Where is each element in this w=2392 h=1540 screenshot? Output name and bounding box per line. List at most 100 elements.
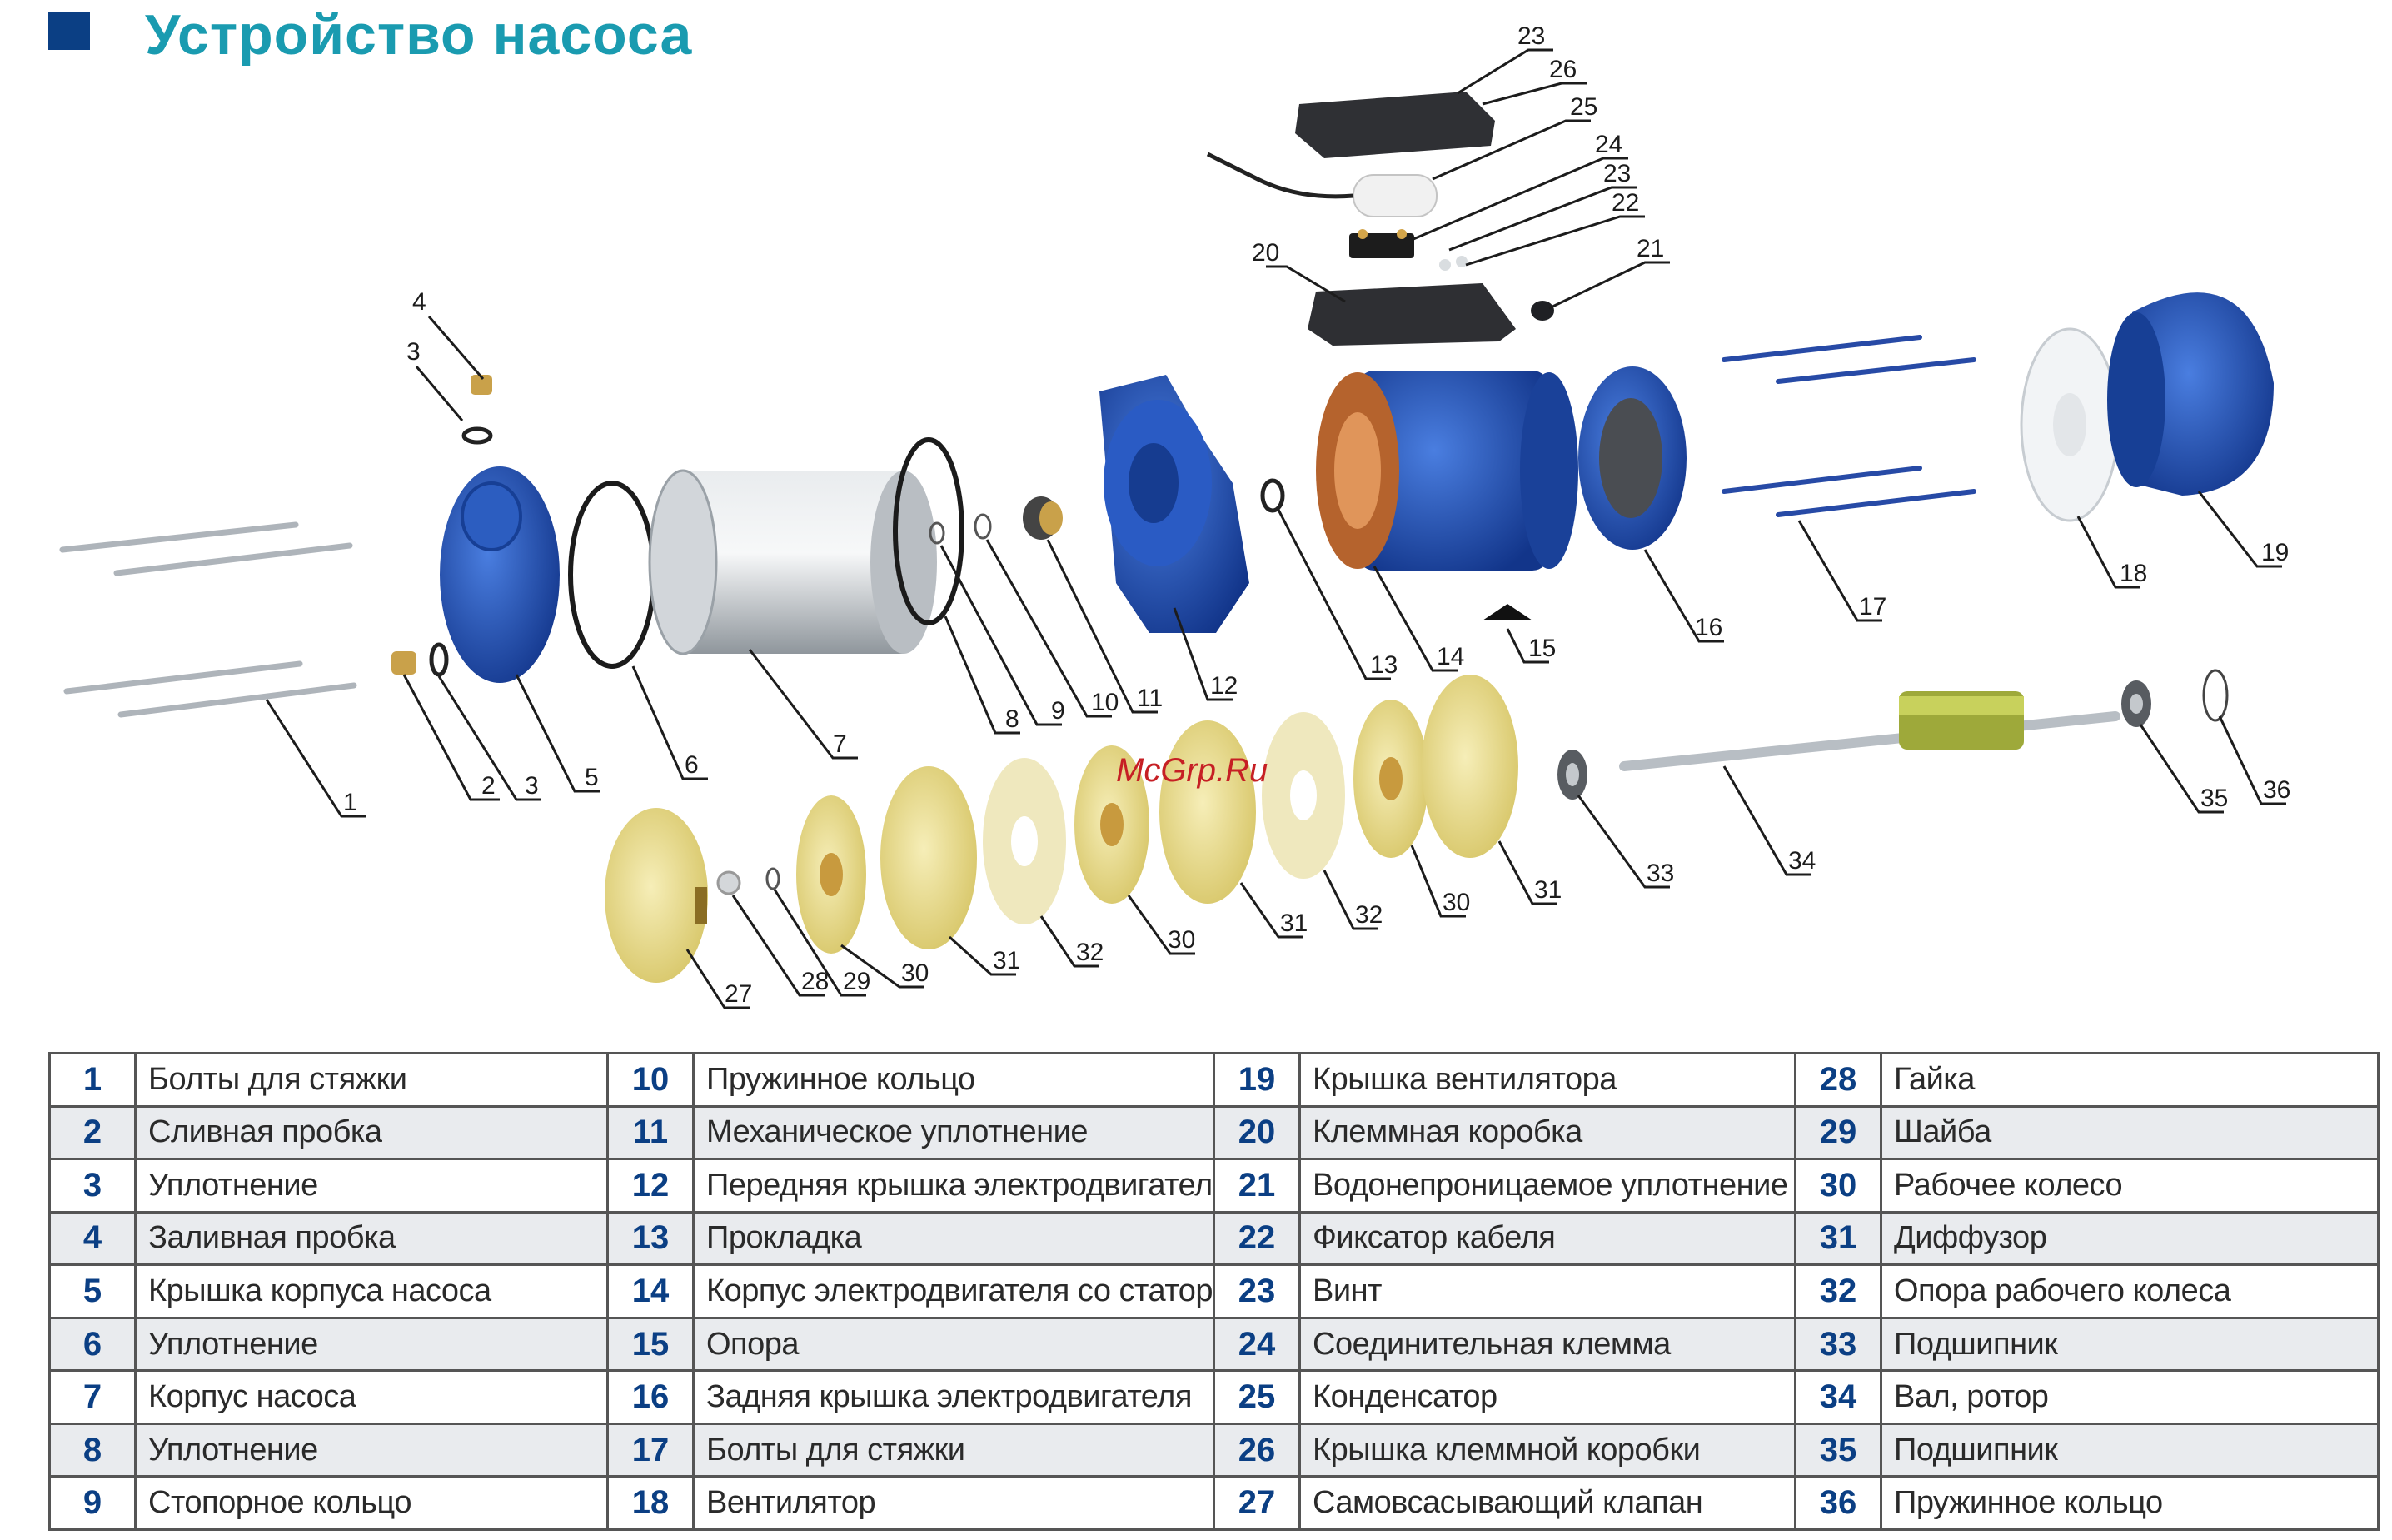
washer xyxy=(765,867,780,890)
fan-cover xyxy=(2107,292,2274,496)
drain-seal xyxy=(429,642,449,677)
connection-terminal xyxy=(1349,233,1414,258)
callout-labels: 1 2 3 3 4 5 6 7 8 9 10 11 12 13 14 15 16… xyxy=(343,22,2290,1008)
part-number: 11 xyxy=(606,1104,695,1161)
fan xyxy=(2020,327,2120,522)
callout-23: 23 xyxy=(1603,160,1631,187)
part-number: 15 xyxy=(606,1316,695,1373)
impeller-stack xyxy=(796,675,1518,954)
gasket-13 xyxy=(1260,478,1285,513)
bearing-33 xyxy=(1557,750,1587,800)
part-number: 16 xyxy=(606,1369,695,1425)
part-name: Водонепроницаемое уплотнение xyxy=(1298,1158,1796,1214)
part-number: 21 xyxy=(1213,1158,1301,1214)
fill-seal xyxy=(461,426,493,445)
part-name: Гайка xyxy=(1880,1052,2380,1108)
callout-4: 4 xyxy=(412,288,426,316)
part-name: Задняя крышка электродвигателя xyxy=(692,1369,1215,1425)
exploded-pump-diagram: 1 2 3 3 4 5 6 7 8 9 10 11 12 13 14 15 16… xyxy=(59,22,2290,1009)
part-name: Крышка корпуса насоса xyxy=(134,1263,609,1319)
part-name: Конденсатор xyxy=(1298,1369,1796,1425)
callout-27: 27 xyxy=(725,980,752,1008)
part-name: Крышка вентилятора xyxy=(1298,1052,1796,1108)
callout-31: 31 xyxy=(993,947,1020,974)
callout-30: 30 xyxy=(901,959,929,987)
callout-6: 6 xyxy=(685,751,699,779)
bearing-35 xyxy=(2121,680,2151,727)
callout-29: 29 xyxy=(843,968,870,995)
spring-ring-36 xyxy=(2202,669,2229,722)
motor-housing xyxy=(1316,371,1578,571)
part-name: Заливная пробка xyxy=(134,1210,609,1267)
page-title: Устройство насоса xyxy=(145,3,693,67)
part-number: 17 xyxy=(606,1422,695,1478)
part-name: Соединительная клемма xyxy=(1298,1316,1796,1373)
part-number: 3 xyxy=(48,1158,137,1214)
part-number: 24 xyxy=(1213,1316,1301,1373)
part-name: Диффузор xyxy=(1880,1210,2380,1267)
part-number: 1 xyxy=(48,1052,137,1108)
part-number: 4 xyxy=(48,1210,137,1267)
part-name: Стопорное кольцо xyxy=(134,1475,609,1531)
part-number: 5 xyxy=(48,1263,137,1319)
title-square-icon xyxy=(48,12,90,50)
part-number: 19 xyxy=(1213,1052,1301,1108)
waterproof-seal xyxy=(1531,301,1554,321)
part-number: 12 xyxy=(606,1158,695,1214)
drain-plug xyxy=(391,651,416,675)
callout-32b: 32 xyxy=(1355,901,1383,929)
part-number: 35 xyxy=(1794,1422,1882,1478)
part-number: 7 xyxy=(48,1369,137,1425)
part-name: Прокладка xyxy=(692,1210,1215,1267)
part-number: 8 xyxy=(48,1422,137,1478)
callout-11: 11 xyxy=(1137,685,1163,712)
part-name: Шайба xyxy=(1880,1104,2380,1161)
part-name: Опора xyxy=(692,1316,1215,1373)
part-name: Подшипник xyxy=(1880,1316,2380,1373)
part-number: 2 xyxy=(48,1104,137,1161)
part-number: 34 xyxy=(1794,1369,1882,1425)
part-name: Пружинное кольцо xyxy=(1880,1475,2380,1531)
callout-31b: 31 xyxy=(1280,910,1308,937)
part-number: 13 xyxy=(606,1210,695,1267)
callout-2: 2 xyxy=(481,772,496,800)
callout-16: 16 xyxy=(1695,614,1722,641)
part-name: Передняя крышка электродвигателя xyxy=(692,1158,1215,1214)
support-foot xyxy=(1483,604,1532,620)
part-number: 6 xyxy=(48,1316,137,1373)
callout-30c: 30 xyxy=(1443,889,1470,916)
callout-20: 20 xyxy=(1252,239,1279,267)
part-name: Опора рабочего колеса xyxy=(1880,1263,2380,1319)
part-name: Клеммная коробка xyxy=(1298,1104,1796,1161)
callout-12: 12 xyxy=(1210,672,1238,700)
callout-31c: 31 xyxy=(1534,876,1562,904)
callout-19: 19 xyxy=(2261,539,2289,566)
cable-fixer xyxy=(1439,256,1468,271)
spring-ring-10 xyxy=(974,513,992,540)
callout-13: 13 xyxy=(1370,651,1398,679)
part-number: 30 xyxy=(1794,1158,1882,1214)
part-number: 25 xyxy=(1213,1369,1301,1425)
part-name: Винт xyxy=(1298,1263,1796,1319)
capacitor xyxy=(1206,152,1438,217)
callout-21: 21 xyxy=(1637,235,1664,262)
part-number: 14 xyxy=(606,1263,695,1319)
callout-18: 18 xyxy=(2120,560,2147,587)
callout-35: 35 xyxy=(2200,785,2228,812)
part-name: Сливная пробка xyxy=(134,1104,609,1161)
terminal-box-cover xyxy=(1295,92,1495,158)
callout-10: 10 xyxy=(1091,689,1119,716)
part-name: Фиксатор кабеля xyxy=(1298,1210,1796,1267)
part-number: 36 xyxy=(1794,1475,1882,1531)
callout-36: 36 xyxy=(2263,776,2290,804)
part-number: 32 xyxy=(1794,1263,1882,1319)
callout-30b: 30 xyxy=(1168,926,1195,954)
